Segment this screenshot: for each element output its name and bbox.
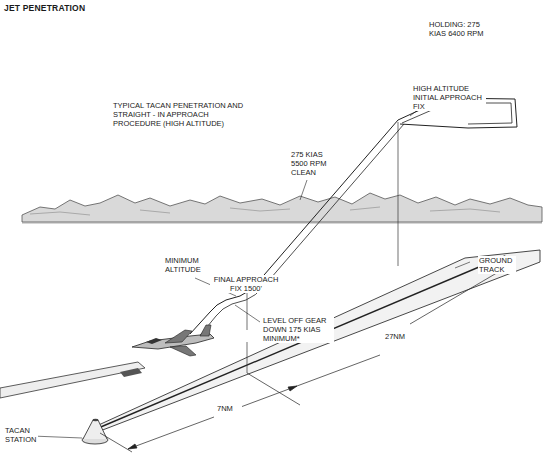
procedure-note: TYPICAL TACAN PENETRATION AND STRAIGHT -…: [112, 101, 246, 128]
fix-label: FINAL APPROACH FIX 1500': [210, 275, 282, 293]
horizon: [22, 223, 542, 224]
jet-aircraft: [132, 325, 214, 356]
projection-line: [398, 122, 399, 266]
station-label: TACAN STATION: [4, 426, 38, 444]
dimension-lines: [100, 256, 515, 452]
runway-strip: [0, 362, 145, 398]
distance-label: 27NM: [384, 332, 416, 341]
ground-track-line: [96, 256, 505, 429]
mountain-range: [22, 193, 542, 222]
flight-path: [190, 120, 398, 334]
speed-note: 275 KIAS 5500 RPM CLEAN: [290, 150, 338, 177]
ground-track-label: GROUND TRACK: [478, 256, 516, 274]
distance-label: 7NM: [216, 404, 242, 413]
mountain-shading: [30, 207, 500, 215]
tacan-station-symbol: [82, 419, 108, 444]
holding-note: HOLDING: 275 KIAS 6400 RPM: [428, 20, 492, 38]
fix-label: HIGH ALTITUDE INITIAL APPROACH FIX: [412, 84, 486, 111]
altitude-label: MINIMUM ALTITUDE: [164, 256, 210, 274]
level-off-note: LEVEL OFF GEAR DOWN 175 KIAS MINIMUM*: [262, 316, 334, 343]
projection-line: [247, 292, 248, 330]
diagram-title: JET PENETRATION: [4, 3, 85, 13]
runway-end: [120, 368, 142, 377]
flight-path: [198, 124, 404, 338]
projection-line: [247, 342, 248, 373]
leader-lines: [32, 104, 470, 438]
ground-track: [92, 250, 540, 431]
